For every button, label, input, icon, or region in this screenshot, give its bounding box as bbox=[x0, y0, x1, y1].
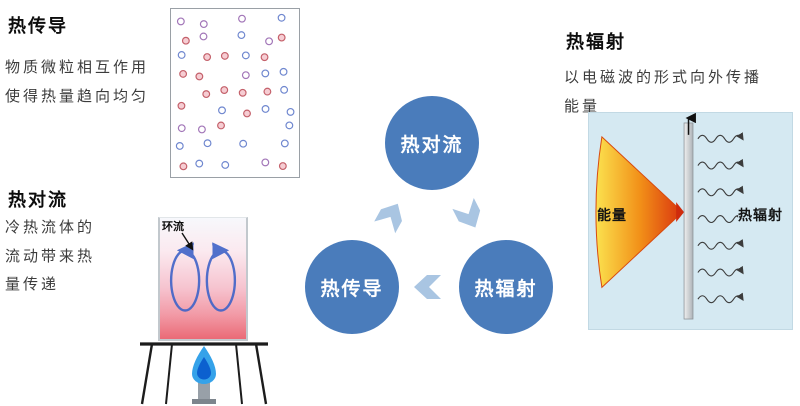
circulation-icon bbox=[169, 242, 237, 312]
stand-and-flame-icon bbox=[140, 232, 268, 405]
arrow-conduction-to-convection bbox=[374, 203, 402, 234]
cycle-arrows bbox=[374, 197, 481, 299]
convection-description: 冷热流体的 流动带来热 量传递 bbox=[5, 219, 96, 293]
flame-inner-icon bbox=[197, 357, 211, 380]
radiation-icon bbox=[595, 113, 744, 320]
stand-leg bbox=[235, 343, 243, 405]
energy-cone-icon bbox=[595, 135, 677, 289]
beaker bbox=[158, 217, 248, 341]
burner-base bbox=[192, 399, 216, 404]
cycle-node-convection: 热对流 bbox=[385, 96, 479, 190]
radiation-waves bbox=[697, 132, 744, 304]
energy-arrow-tip bbox=[676, 202, 685, 222]
convection-title: 热对流 bbox=[8, 190, 68, 210]
conduction-description: 物质微粒相互作用 使得热量趋向均匀 bbox=[5, 59, 150, 105]
arrow-radiation-to-conduction bbox=[414, 275, 441, 299]
particles-icon bbox=[175, 13, 295, 171]
radiation-illustration: 能量 热辐射 bbox=[588, 112, 793, 330]
cycle-node-conduction: 热传导 bbox=[305, 240, 399, 334]
radiation-title: 热辐射 bbox=[566, 32, 626, 52]
circulation-label: 环流 bbox=[162, 221, 184, 233]
right-convection-loop bbox=[205, 242, 237, 312]
left-convection-loop bbox=[169, 242, 201, 312]
stand-leg bbox=[254, 343, 268, 405]
stand-leg bbox=[140, 343, 154, 405]
convection-illustration: 环流 bbox=[138, 205, 270, 406]
cycle-node-radiation: 热辐射 bbox=[459, 240, 553, 334]
energy-label: 能量 bbox=[597, 207, 627, 223]
circulation-pointer-arrow bbox=[181, 232, 194, 251]
radiation-description: 以电磁波的形式向外传播 能量 bbox=[564, 69, 763, 115]
barrier-bar bbox=[683, 122, 694, 320]
conduction-illustration bbox=[170, 8, 300, 178]
arrow-convection-to-radiation bbox=[452, 197, 481, 228]
conduction-title: 热传导 bbox=[8, 16, 68, 36]
stand-leg bbox=[165, 343, 173, 405]
radiation-arrows-label: 热辐射 bbox=[738, 205, 783, 225]
